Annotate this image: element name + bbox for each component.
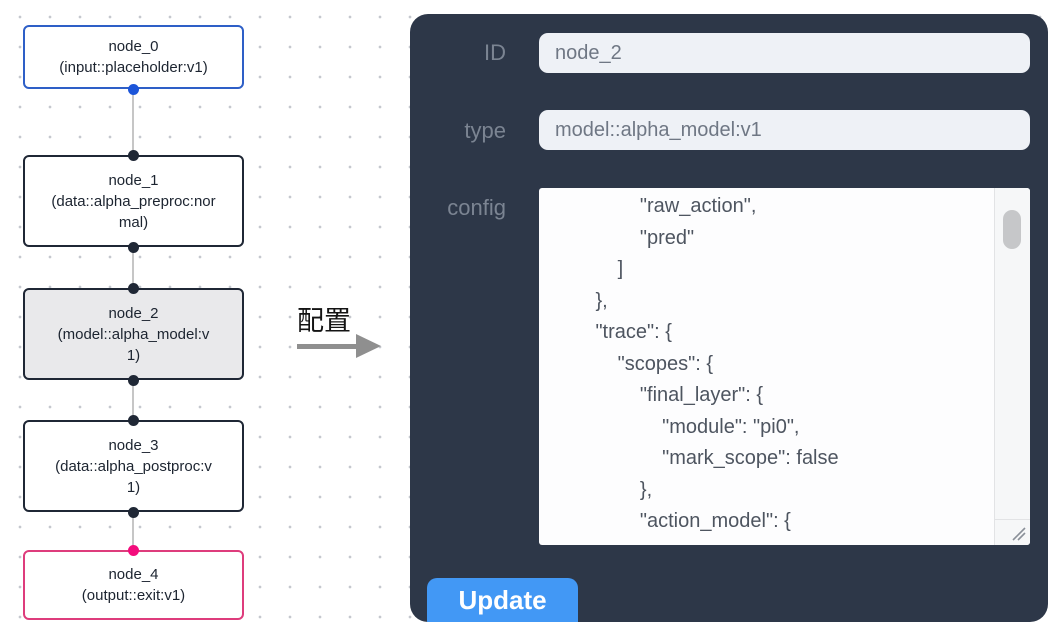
port-node2-in-icon[interactable] bbox=[128, 282, 139, 294]
port-node1-in-icon[interactable] bbox=[128, 149, 139, 161]
port-node2-out-icon[interactable] bbox=[128, 374, 139, 386]
configure-annotation: 配置 bbox=[297, 306, 351, 336]
node-title: node_0 bbox=[108, 38, 159, 55]
node-title: node_1 bbox=[108, 171, 159, 189]
edge-node3-node4 bbox=[132, 512, 134, 550]
node-model-selected[interactable]: node_2 (model::alpha_model:v1) bbox=[23, 288, 244, 380]
node-output[interactable]: node_4 (output::exit:v1) bbox=[23, 550, 244, 620]
node-subtitle: (input::placeholder:v1) bbox=[59, 59, 208, 76]
edge-node1-node2 bbox=[132, 247, 134, 288]
node-subtitle: (output::exit:v1) bbox=[81, 587, 186, 604]
edge-node2-node3 bbox=[132, 380, 134, 420]
update-button[interactable]: Update bbox=[427, 578, 578, 622]
port-node4-in-icon[interactable] bbox=[128, 544, 139, 556]
config-textarea[interactable]: "raw_action", "pred" ] }, "trace": { "sc… bbox=[539, 188, 1030, 545]
node-postproc[interactable]: node_3 (data::alpha_postproc:v1) bbox=[23, 420, 244, 512]
type-input[interactable] bbox=[539, 110, 1030, 150]
config-field-label: config bbox=[447, 195, 506, 220]
port-node0-out-icon[interactable] bbox=[128, 83, 139, 95]
config-scrollbar-thumb[interactable] bbox=[1003, 210, 1021, 249]
right-arrow-icon bbox=[297, 344, 357, 349]
config-scrollbar-track[interactable] bbox=[994, 188, 1030, 545]
node-input[interactable]: node_0 (input::placeholder:v1) bbox=[23, 25, 244, 89]
edge-node0-node1 bbox=[132, 89, 134, 155]
right-arrow-head-icon bbox=[356, 334, 381, 358]
id-input[interactable] bbox=[539, 33, 1030, 73]
node-subtitle: (data::alpha_preproc:normal) bbox=[51, 192, 216, 231]
node-title: node_2 bbox=[108, 304, 159, 322]
node-subtitle: (data::alpha_postproc:v1) bbox=[55, 457, 212, 496]
config-json-text: "raw_action", "pred" ] }, "trace": { "sc… bbox=[595, 195, 839, 532]
textarea-resize-handle[interactable] bbox=[995, 519, 1030, 545]
port-node1-out-icon[interactable] bbox=[128, 241, 139, 253]
node-subtitle: (model::alpha_model:v1) bbox=[57, 325, 210, 364]
node-config-panel: ID type config "raw_action", "pred" ] },… bbox=[410, 14, 1048, 622]
resize-grip-icon bbox=[1012, 527, 1026, 541]
port-node3-out-icon[interactable] bbox=[128, 506, 139, 518]
node-title: node_4 bbox=[108, 566, 159, 583]
node-title: node_3 bbox=[108, 436, 159, 454]
port-node3-in-icon[interactable] bbox=[128, 414, 139, 426]
type-field-label: type bbox=[464, 118, 506, 143]
node-preproc[interactable]: node_1 (data::alpha_preproc:normal) bbox=[23, 155, 244, 247]
id-field-label: ID bbox=[484, 40, 506, 65]
